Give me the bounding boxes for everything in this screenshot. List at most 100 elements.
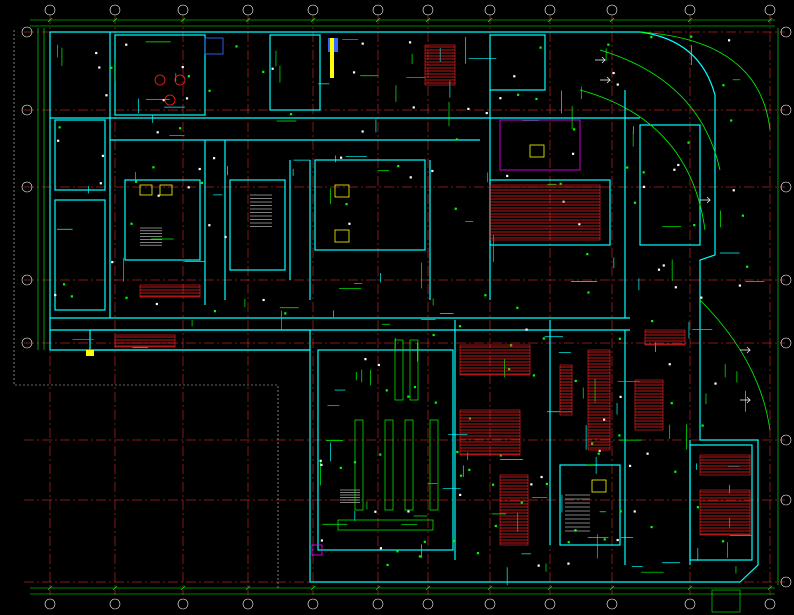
column-mark xyxy=(379,453,382,456)
column-mark xyxy=(235,45,238,48)
dimension-tick xyxy=(375,585,381,591)
column-mark xyxy=(125,296,128,299)
column-mark xyxy=(628,464,632,467)
column-mark xyxy=(408,41,412,44)
column-mark xyxy=(687,141,690,144)
column-mark xyxy=(62,283,66,286)
column-mark xyxy=(185,97,189,100)
column-mark xyxy=(578,222,581,226)
column-mark xyxy=(162,99,165,102)
column-mark xyxy=(508,367,511,371)
column-mark xyxy=(506,174,509,178)
column-mark xyxy=(517,93,520,96)
column-mark xyxy=(361,130,364,133)
column-mark xyxy=(262,70,265,73)
column-mark xyxy=(110,66,113,69)
column-mark xyxy=(413,385,417,389)
elevator-symbol xyxy=(529,144,545,158)
legend-frame xyxy=(711,589,741,613)
column-mark xyxy=(567,562,570,565)
column-mark xyxy=(152,166,155,169)
column-mark xyxy=(99,182,102,185)
dimension-tick xyxy=(767,17,773,23)
shelf-row xyxy=(394,339,404,401)
dimension-tick xyxy=(112,17,118,23)
column-mark xyxy=(722,84,725,87)
column-mark xyxy=(484,294,487,297)
column-mark xyxy=(535,97,538,101)
column-mark xyxy=(662,264,665,267)
dimension-tick xyxy=(180,17,186,23)
column-mark xyxy=(468,468,471,471)
column-mark xyxy=(385,389,388,392)
column-mark xyxy=(586,253,589,256)
ramp-arc-2 xyxy=(599,49,721,171)
ramp-curves xyxy=(579,31,771,431)
grid-bubble-top xyxy=(422,4,434,16)
column-mark xyxy=(374,510,377,513)
column-mark xyxy=(319,459,322,462)
column-mark xyxy=(105,94,108,97)
dimension-tick xyxy=(245,585,251,591)
grid-bubble-left xyxy=(21,181,33,193)
room-stair-a xyxy=(124,179,201,261)
pump-symbol xyxy=(154,74,166,86)
equipment-rack xyxy=(559,364,573,416)
grid-bubble-right xyxy=(780,434,792,446)
dimension-tick xyxy=(180,585,186,591)
grid-bubble-bottom xyxy=(684,598,696,610)
column-mark xyxy=(348,222,351,225)
dimension-tick xyxy=(47,585,53,591)
column-mark xyxy=(262,298,265,302)
grid-bubble-left xyxy=(21,26,33,38)
grid-bubble-top xyxy=(44,4,56,16)
dimension-tick xyxy=(245,17,251,23)
equipment-rack xyxy=(114,334,176,348)
grid-bubble-top xyxy=(684,4,696,16)
ramp-arrow xyxy=(595,56,606,64)
column-mark xyxy=(434,401,437,404)
column-mark xyxy=(567,541,570,544)
grid-bubble-left xyxy=(21,104,33,116)
grid-bubble-right xyxy=(780,337,792,349)
column-mark xyxy=(101,154,105,157)
column-mark xyxy=(650,525,653,529)
column-mark xyxy=(545,482,548,485)
column-mark xyxy=(525,328,528,331)
column-mark xyxy=(499,97,502,100)
ramp-arc-3 xyxy=(579,89,706,231)
column-mark xyxy=(651,319,654,323)
column-mark xyxy=(58,126,61,129)
equipment-rack xyxy=(699,489,751,536)
column-mark xyxy=(696,506,700,509)
column-mark xyxy=(320,463,323,466)
elevator-symbol xyxy=(334,184,350,198)
column-mark xyxy=(738,284,741,287)
column-mark xyxy=(603,418,606,421)
column-mark xyxy=(187,75,190,78)
shelf-row xyxy=(384,419,394,511)
ramp-arc-4 xyxy=(699,299,771,431)
column-mark xyxy=(619,510,622,513)
column-mark xyxy=(700,296,703,299)
column-mark xyxy=(730,119,733,122)
room-upper-left xyxy=(54,119,106,191)
column-mark xyxy=(454,207,457,210)
column-mark xyxy=(467,107,470,111)
grid-bubble-top xyxy=(544,4,556,16)
column-mark xyxy=(409,176,412,179)
column-mark xyxy=(459,493,462,497)
dimension-tick xyxy=(487,17,493,23)
column-mark xyxy=(386,563,389,567)
column-mark xyxy=(431,169,434,173)
column-mark xyxy=(657,268,661,271)
room-market-hall xyxy=(317,349,454,551)
column-mark xyxy=(345,202,348,206)
grid-bubble-right xyxy=(780,576,792,588)
column-mark xyxy=(539,46,542,49)
elevator-symbol xyxy=(334,229,350,243)
column-mark xyxy=(198,167,201,171)
grid-bubble-top xyxy=(606,4,618,16)
room-top-right xyxy=(489,34,546,91)
grid-bubble-top xyxy=(109,4,121,16)
